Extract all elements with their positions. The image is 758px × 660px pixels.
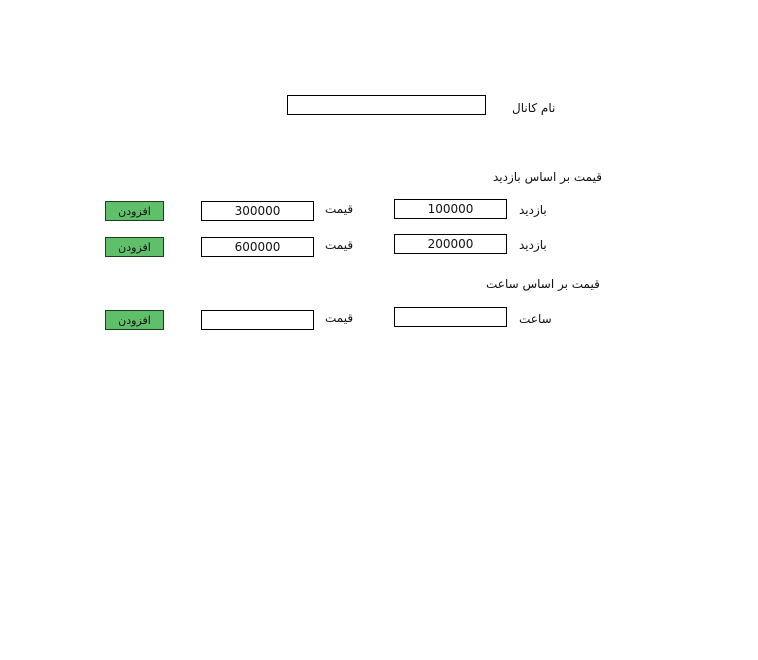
views-pricing-title: قیمت بر اساس بازدید	[493, 170, 602, 184]
hour-label: ساعت	[519, 312, 552, 326]
views-input-1[interactable]	[394, 199, 507, 219]
channel-name-label: نام کانال	[512, 101, 556, 115]
views-label-2: بازدید	[519, 238, 547, 252]
hour-price-label: قیمت	[325, 311, 354, 325]
price-input-1[interactable]	[201, 201, 314, 221]
channel-name-input[interactable]	[287, 95, 486, 115]
hour-input[interactable]	[394, 307, 507, 327]
hours-pricing-title: قیمت بر اساس ساعت	[486, 277, 600, 291]
add-button-1[interactable]: افزودن	[105, 201, 164, 221]
add-button-hours[interactable]: افزودن	[105, 310, 164, 330]
price-label-1: قیمت	[325, 202, 354, 216]
price-label-2: قیمت	[325, 238, 354, 252]
price-input-2[interactable]	[201, 237, 314, 257]
views-label-1: بازدید	[519, 203, 547, 217]
add-button-2[interactable]: افزودن	[105, 237, 164, 257]
hour-price-input[interactable]	[201, 310, 314, 330]
views-input-2[interactable]	[394, 234, 507, 254]
